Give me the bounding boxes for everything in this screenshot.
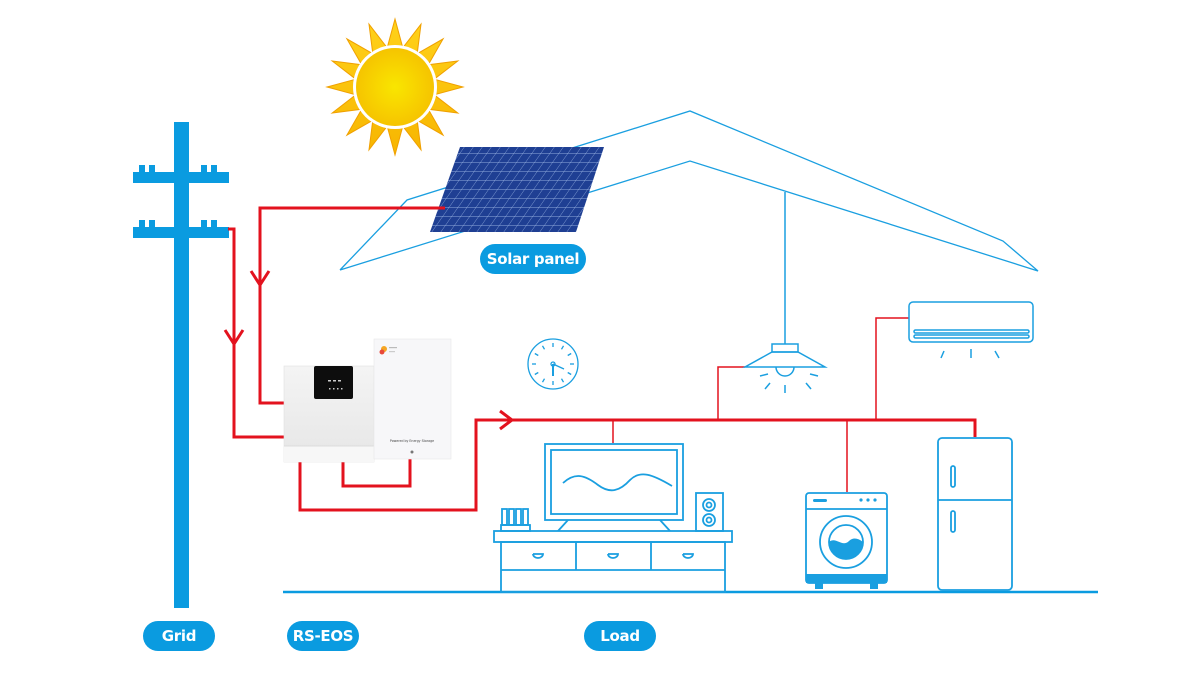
- solar-to-inverter-line: [258, 206, 445, 405]
- label-load: Load: [584, 621, 656, 651]
- clock-tick: [567, 352, 572, 357]
- wall-clock-icon: [527, 338, 579, 390]
- branch-lines: [612, 317, 909, 492]
- inverter-device: [283, 365, 375, 463]
- washing-machine-icon: [805, 492, 888, 589]
- house-roof: [339, 110, 1039, 272]
- ceiling-lamp-icon: [742, 192, 828, 393]
- label-load-text: Load: [600, 627, 640, 645]
- clock-tick: [567, 371, 572, 376]
- label-solar-panel: Solar panel: [480, 244, 586, 274]
- power-lines: [223, 206, 977, 512]
- label-grid-text: Grid: [161, 627, 197, 645]
- label-rs-eos-text: RS-EOS: [292, 627, 354, 645]
- grid-down-arrow: [223, 329, 245, 347]
- label-solar-panel-text: Solar panel: [486, 250, 580, 268]
- clock-tick: [560, 345, 565, 350]
- inverter-to-battery-line: [341, 455, 412, 488]
- clock-tick: [560, 378, 565, 383]
- tv-cabinet-icon: [493, 530, 733, 593]
- label-rs-eos: RS-EOS: [287, 621, 359, 651]
- label-grid: Grid: [143, 621, 215, 651]
- clock-tick: [541, 345, 546, 350]
- inverter-to-load-line: [298, 418, 977, 512]
- clock-tick: [541, 378, 546, 383]
- battery-brand-text: Powered by Energy Storage: [390, 439, 434, 443]
- grid-to-inverter-line: [228, 227, 285, 439]
- sun-icon: [325, 17, 465, 157]
- load-arrow: [499, 409, 515, 431]
- solar-down-arrow: [249, 270, 271, 288]
- speaker-icon: [695, 492, 724, 532]
- utility-pole-icon: [133, 122, 229, 608]
- refrigerator-icon: [937, 437, 1013, 591]
- television-icon: [544, 443, 684, 532]
- clock-tick: [534, 371, 539, 376]
- air-conditioner-icon: [908, 301, 1034, 359]
- router-icon: [500, 508, 531, 532]
- clock-tick: [534, 352, 539, 357]
- battery-cabinet: Powered by Energy Storage: [373, 338, 452, 460]
- solar-panel-icon: [430, 147, 604, 232]
